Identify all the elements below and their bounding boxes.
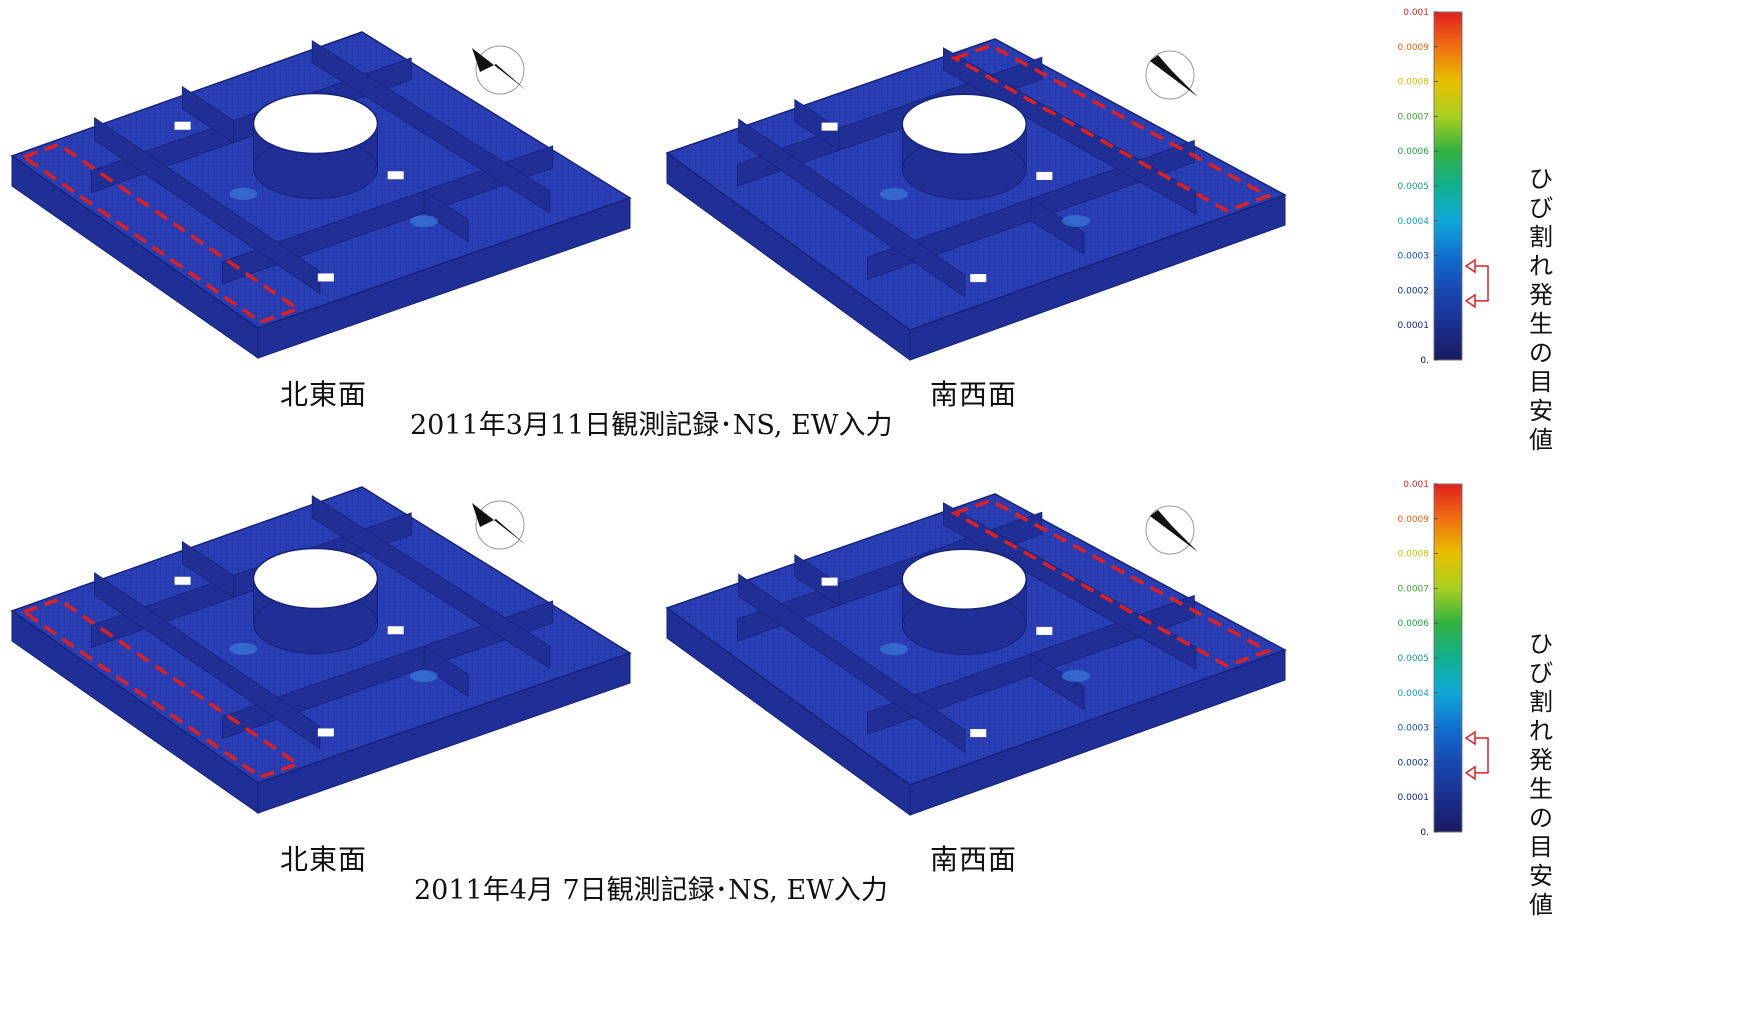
colorbar-tick-label: 0.0007 — [1398, 584, 1430, 594]
view-label-southwest: 南西面 — [930, 843, 1018, 876]
model-northeast — [10, 486, 632, 814]
colorbar-tick-label: 0.001 — [1403, 480, 1429, 490]
model-northeast — [10, 31, 632, 359]
colorbar-tick-label: 0.0009 — [1398, 515, 1430, 525]
crack-threshold-label: ひび割れ発生の目安値 — [1529, 165, 1553, 454]
colorbar-gradient — [1433, 11, 1463, 361]
colorbar-tick-label: 0.0001 — [1398, 321, 1430, 331]
colorbar-tick-label: 0.0005 — [1398, 654, 1430, 664]
colorbar-tick-label: 0.0008 — [1398, 78, 1430, 88]
view-label-northeast: 北東面 — [280, 378, 368, 411]
colorbar-legend: 0.001 0.0009 0.0008 0.0007 0.0006 0.0005 0.000… — [1398, 8, 1489, 366]
colorbar-tick-label: 0.0006 — [1398, 147, 1430, 157]
threshold-bracket-icon — [1464, 730, 1489, 781]
building-slab — [10, 31, 632, 359]
colorbar-tick-label: 0.0005 — [1398, 182, 1430, 192]
colorbar-tick-label: 0.0004 — [1398, 689, 1430, 699]
colorbar-tick-label: 0.0002 — [1398, 286, 1430, 296]
colorbar-tick-label: 0.0003 — [1398, 724, 1430, 734]
building-slab — [10, 486, 632, 814]
colorbar-tick-label: 0.0001 — [1398, 793, 1430, 803]
compass-arrow-icon — [1145, 50, 1198, 100]
model-southwest — [665, 38, 1287, 361]
building-slab — [665, 38, 1287, 361]
colorbar-tick-label: 0. — [1420, 828, 1429, 838]
compass-arrow-icon — [472, 45, 526, 95]
view-label-southwest: 南西面 — [930, 378, 1018, 411]
colorbar-tick-label: 0.0003 — [1398, 252, 1430, 262]
colorbar-tick-label: 0. — [1420, 356, 1429, 366]
building-slab — [665, 493, 1287, 816]
colorbar-gradient — [1433, 483, 1463, 833]
colorbar-tick-label: 0.0002 — [1398, 758, 1430, 768]
colorbar-tick-label: 0.0009 — [1398, 43, 1430, 53]
colorbar-tick-label: 0.0004 — [1398, 217, 1430, 227]
crack-threshold-label: ひび割れ発生の目安値 — [1529, 630, 1553, 919]
highlight-box — [950, 498, 1273, 668]
colorbar-legend: 0.001 0.0009 0.0008 0.0007 0.0006 0.0005 0.000… — [1398, 480, 1489, 838]
highlight-box — [20, 597, 302, 779]
colorbar-tick-label: 0.0006 — [1398, 619, 1430, 629]
panel-caption: 2011年4月 7日観測記録･NS, EW入力 — [414, 875, 888, 906]
highlight-box — [20, 142, 302, 324]
threshold-bracket-icon — [1464, 258, 1489, 309]
model-southwest — [665, 493, 1287, 816]
view-label-northeast: 北東面 — [280, 843, 368, 876]
compass-arrow-icon — [472, 500, 526, 550]
compass-arrow-icon — [1145, 505, 1198, 555]
highlight-box — [950, 43, 1273, 213]
colorbar-tick-label: 0.001 — [1403, 8, 1429, 18]
panel-caption: 2011年3月11日観測記録･NS, EW入力 — [410, 410, 893, 441]
colorbar-tick-label: 0.0007 — [1398, 112, 1430, 122]
colorbar-tick-label: 0.0008 — [1398, 550, 1430, 560]
